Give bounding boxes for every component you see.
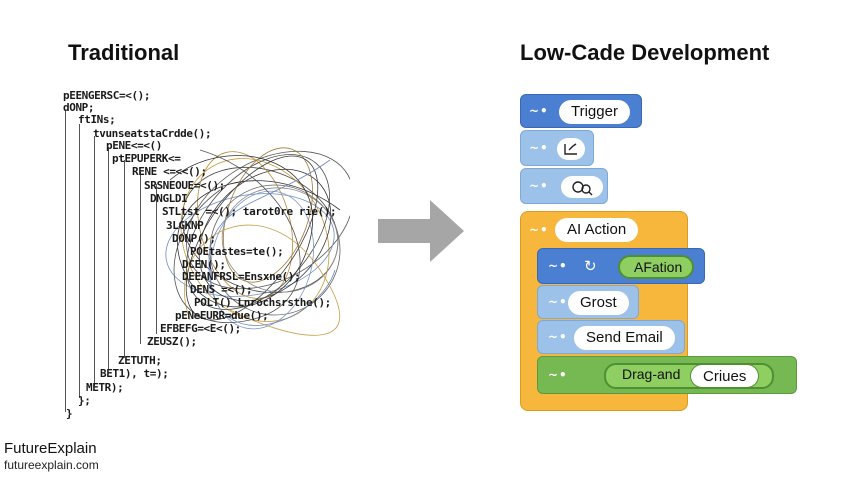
block-handle-icon[interactable]: ~• [548, 330, 568, 344]
icon-block-2[interactable]: ~• [520, 168, 608, 204]
brand-url[interactable]: futureexplain.com [4, 458, 99, 472]
indent-guide [94, 136, 95, 386]
trigger-label: Trigger [559, 100, 630, 124]
block-handle-icon[interactable]: ~• [529, 179, 549, 193]
code-line: DNGLDI [150, 192, 188, 205]
send-email-block[interactable]: ~• Send Email [537, 320, 685, 354]
code-line: pENeEURR=due(); [175, 309, 269, 322]
code-line: STLtst =<(); tarot0re rie(); [162, 205, 337, 218]
send-email-label: Send Email [574, 326, 675, 350]
code-line: ftINs; [78, 113, 116, 126]
code-line: DONP(); [172, 232, 216, 245]
block-handle-icon[interactable]: ~• [529, 141, 549, 155]
code-line: RENE <=<<(); [132, 165, 207, 178]
traditional-heading: Traditional [68, 40, 180, 65]
block-handle-icon[interactable]: ~• [548, 368, 568, 382]
code-line: 3LGKNP [166, 219, 204, 232]
code-line: pENE<=<() [106, 139, 163, 152]
criues-label: Criues [690, 364, 760, 388]
code-line: ZETUTH; [118, 354, 162, 367]
code-line: EFBEFG=<E<(); [160, 322, 241, 335]
code-line: DEEANFRSL=Ensxne(); [182, 270, 301, 283]
indent-guide [124, 160, 125, 358]
indent-guide [140, 172, 141, 344]
trigger-block[interactable]: ~• Trigger [520, 94, 642, 128]
tangled-lines [165, 147, 350, 336]
brand: FutureExplain futureexplain.com [4, 440, 99, 472]
block-handle-icon[interactable]: ~• [529, 223, 549, 237]
aflation-block[interactable]: ~• ↻ AFation [537, 248, 705, 284]
icon-block-1[interactable]: ~• [520, 130, 594, 166]
ai-action-label: AI Action [555, 218, 639, 242]
search-icon [561, 176, 603, 198]
drag-and-label: Drag-and [622, 366, 681, 382]
code-line: POEtastes=te(); [190, 245, 284, 258]
block-handle-icon[interactable]: ~• [529, 104, 549, 118]
code-line: ptEPUPERK<= [112, 152, 181, 165]
aflation-label: AFation [618, 255, 695, 279]
code-line: tvunseatstaCrdde(); [93, 127, 212, 140]
code-line: ZEUSZ(); [147, 335, 197, 348]
drag-and-block[interactable]: ~• Drag-and Criues [537, 356, 797, 394]
brand-name: FutureExplain [4, 440, 97, 457]
indent-guide [79, 124, 80, 398]
low-code-heading: Low-Cade Development [520, 40, 770, 65]
code-line: BET1), t=); [100, 367, 169, 380]
grost-block[interactable]: ~• Grost [537, 285, 639, 319]
code-line: } [66, 407, 73, 420]
code-line: DENS =<(); [190, 283, 253, 296]
code-line: POLT() Lnrochsrsthe(); [194, 296, 331, 309]
chart-icon [557, 138, 585, 160]
code-line: pEENGERSC=<(); [63, 89, 151, 102]
right-arrow-icon [378, 200, 464, 262]
indent-guide [156, 184, 157, 334]
indent-guide [65, 110, 66, 412]
code-line: METR); [86, 381, 124, 394]
grost-label: Grost [568, 291, 629, 315]
indent-guide [108, 148, 109, 370]
block-handle-icon[interactable]: ~• [548, 259, 568, 273]
code-line: SRSNEOUE=<(); [144, 179, 225, 192]
code-line: dONP; [63, 101, 95, 114]
code-line: DCEN(); [182, 258, 226, 271]
refresh-icon: ↻ [584, 257, 597, 275]
block-handle-icon[interactable]: ~• [548, 295, 568, 309]
code-line: }; [78, 394, 91, 407]
